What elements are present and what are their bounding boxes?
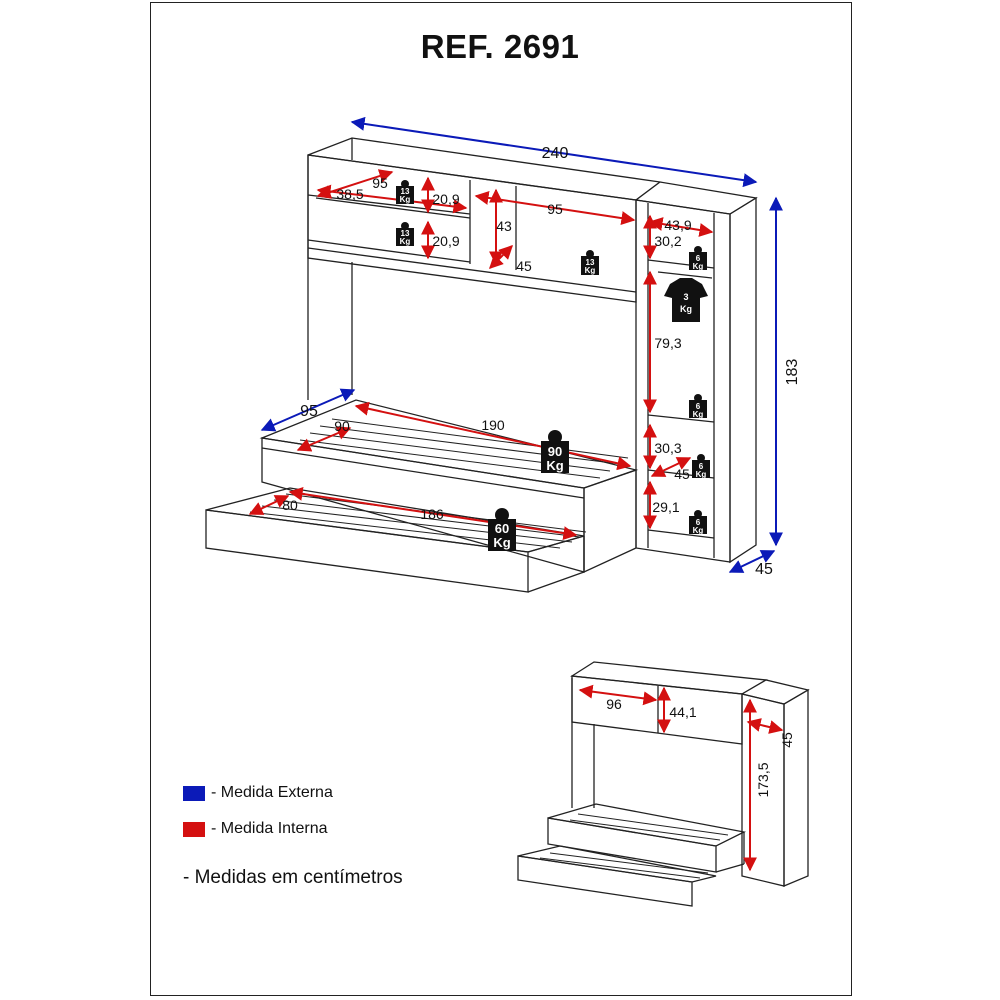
center-niche-depth-label: 45: [516, 258, 532, 274]
svg-text:6: 6: [699, 462, 704, 471]
wardrobe-mid-height-label: 30,3: [654, 440, 681, 456]
bed-depth-95-line: [260, 388, 356, 432]
closed-tower-height-label: 173,5: [755, 762, 771, 797]
svg-text:Kg: Kg: [493, 535, 510, 550]
units-note: - Medidas em centímetros: [183, 867, 403, 888]
center-niche-height-label: 43: [496, 218, 512, 234]
top-niche-depth-label: 38,5: [336, 186, 363, 202]
svg-text:Kg: Kg: [693, 526, 704, 535]
width-240-label: 240: [542, 145, 569, 162]
wardrobe-top-height-label: 30,2: [654, 233, 681, 249]
bed-depth-95-label: 95: [300, 403, 318, 420]
wardrobe-side: [729, 196, 757, 564]
external-dimensions: [260, 116, 783, 573]
svg-text:6: 6: [696, 402, 701, 411]
svg-text:Kg: Kg: [693, 410, 704, 419]
height-183-label: 183: [784, 359, 801, 386]
bed-width-label: 90: [334, 418, 350, 434]
legend-internal: - Medida Interna: [183, 820, 328, 838]
trundle-length-label: 186: [420, 506, 444, 522]
svg-text:3: 3: [683, 292, 688, 302]
svg-text:90: 90: [548, 444, 562, 459]
closed-door-height-label: 44,1: [669, 704, 696, 720]
svg-text:13: 13: [401, 229, 410, 238]
legend-internal-label: - Medida Interna: [211, 820, 328, 837]
bed-top: [259, 399, 639, 489]
svg-text:Kg: Kg: [546, 458, 563, 473]
weight-tag-trundle: 60 Kg: [488, 508, 516, 551]
svg-text:60: 60: [495, 521, 509, 536]
page-title: REF. 2691: [420, 28, 580, 65]
weight-tag-top-shelf: 13 Kg: [396, 180, 414, 204]
svg-text:Kg: Kg: [585, 266, 596, 275]
svg-text:Kg: Kg: [400, 237, 411, 246]
closed-view-dimensions: [578, 684, 784, 872]
width-240-line: [350, 116, 758, 188]
svg-text:Kg: Kg: [680, 304, 692, 314]
weight-tag-top-shelf-2: 13 Kg: [396, 222, 414, 246]
internal-swatch: [183, 821, 205, 837]
main-furniture-drawing: [205, 137, 758, 593]
weight-tag-wardrobe-rod: 3 Kg: [664, 278, 708, 322]
closed-door-width-label: 96: [606, 696, 622, 712]
bed-front: [261, 437, 585, 573]
bed-length-label: 190: [481, 417, 505, 433]
svg-text:Kg: Kg: [696, 470, 707, 479]
wardrobe-low-height-label: 29,1: [652, 499, 679, 515]
wardrobe-mid-depth-label: 45: [674, 466, 690, 482]
closed-tower-depth-label: 45: [779, 732, 795, 748]
wardrobe-width-label: 43,9: [664, 217, 691, 233]
legend-external: - Medida Externa: [183, 784, 333, 802]
depth-45-label: 45: [755, 561, 773, 578]
depth-45-line: [728, 550, 776, 573]
svg-text:Kg: Kg: [693, 262, 704, 271]
weight-tag-wardrobe-mid-2: 6 Kg: [692, 454, 710, 479]
svg-text:6: 6: [696, 518, 701, 527]
top-niche-height-b-label: 20,9: [432, 233, 459, 249]
internal-dimensions: [248, 169, 714, 541]
svg-text:Kg: Kg: [400, 195, 411, 204]
bed-slats: [249, 418, 629, 549]
weight-tag-bed: 90 Kg: [541, 430, 569, 473]
top-niche-width-label: 95: [372, 175, 388, 191]
weight-tag-wardrobe-mid: 6 Kg: [689, 394, 707, 419]
weight-tag-wardrobe-top: 6 Kg: [689, 246, 707, 271]
weight-tags: 13 Kg 13 Kg 13 Kg 6 Kg 3 Kg 6 Kg: [396, 180, 710, 551]
wardrobe-hang-height-label: 79,3: [654, 335, 681, 351]
top-niche-height-a-label: 20,9: [432, 191, 459, 207]
svg-text:6: 6: [696, 254, 701, 263]
legend-external-label: - Medida Externa: [211, 784, 333, 801]
weight-tag-wardrobe-low: 6 Kg: [689, 510, 707, 535]
svg-text:13: 13: [586, 258, 595, 267]
trundle-front: [205, 509, 529, 593]
svg-text:13: 13: [401, 187, 410, 196]
trundle-top: [205, 487, 585, 553]
closed-view-slats: [539, 813, 729, 879]
external-swatch: [183, 785, 205, 801]
trundle-width-label: 80: [282, 497, 298, 513]
center-niche-width-label: 95: [547, 201, 563, 217]
weight-tag-center-niche: 13 Kg: [581, 250, 599, 275]
